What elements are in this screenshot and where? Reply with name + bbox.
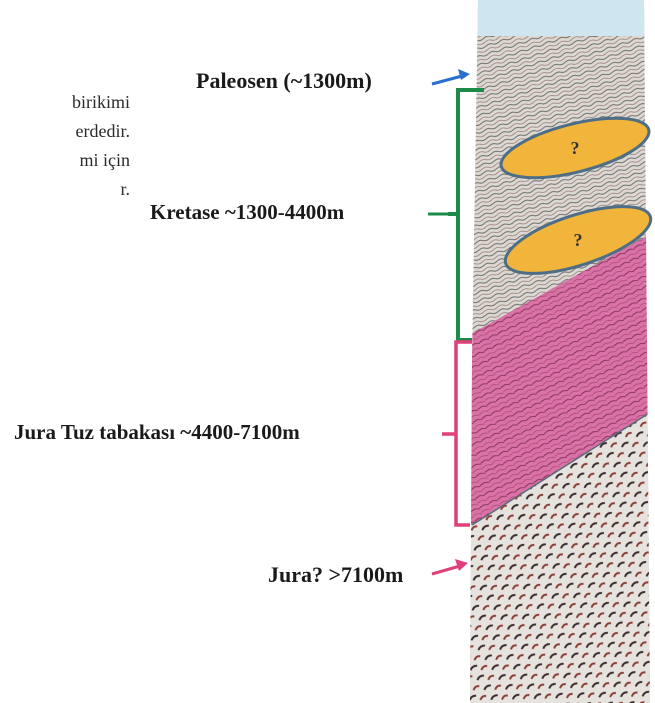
paleosen-arrow (432, 69, 470, 84)
label-paleosen: Paleosen (~1300m) (196, 68, 372, 94)
seismic-section (460, 0, 655, 703)
label-jura-tuz: Jura Tuz tabakası ~4400-7100m (14, 420, 300, 445)
label-kretase: Kretase ~1300-4400m (150, 200, 344, 225)
prospect-mark-upper: ? (571, 138, 580, 158)
label-jura: Jura? >7100m (268, 562, 403, 588)
jura-tuz-bracket (442, 342, 472, 525)
prospect-mark-lower: ? (574, 230, 583, 250)
jura-arrow (432, 559, 468, 574)
sky-band (460, 0, 655, 36)
